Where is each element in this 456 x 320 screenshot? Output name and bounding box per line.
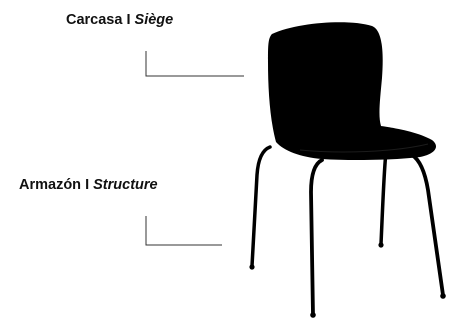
front-right-leg — [410, 153, 445, 297]
seat-callout-label: Carcasa I Siège — [66, 13, 173, 28]
foot-glide — [249, 264, 255, 270]
foot-glide — [378, 242, 384, 248]
seat-edge-highlight — [299, 143, 429, 153]
frame-callout-label: Armazón I Structure — [19, 178, 158, 193]
front-left-leg — [309, 158, 324, 317]
seat-label-primary: Carcasa — [66, 12, 123, 28]
chair-shell — [268, 22, 436, 161]
frame-label-secondary: Structure — [93, 177, 158, 193]
frame-leader-line — [145, 216, 222, 246]
seat-leader-line — [145, 51, 244, 77]
frame-label-separator: I — [81, 177, 94, 193]
rear-right-leg — [379, 150, 388, 246]
foot-glide — [310, 312, 316, 318]
frame-label-primary: Armazón — [19, 177, 82, 193]
seat-label-separator: I — [122, 12, 135, 28]
foot-glide — [440, 293, 446, 299]
chair-frame — [249, 145, 446, 318]
rear-left-leg — [250, 145, 272, 268]
seat-label-secondary: Siège — [134, 12, 174, 28]
